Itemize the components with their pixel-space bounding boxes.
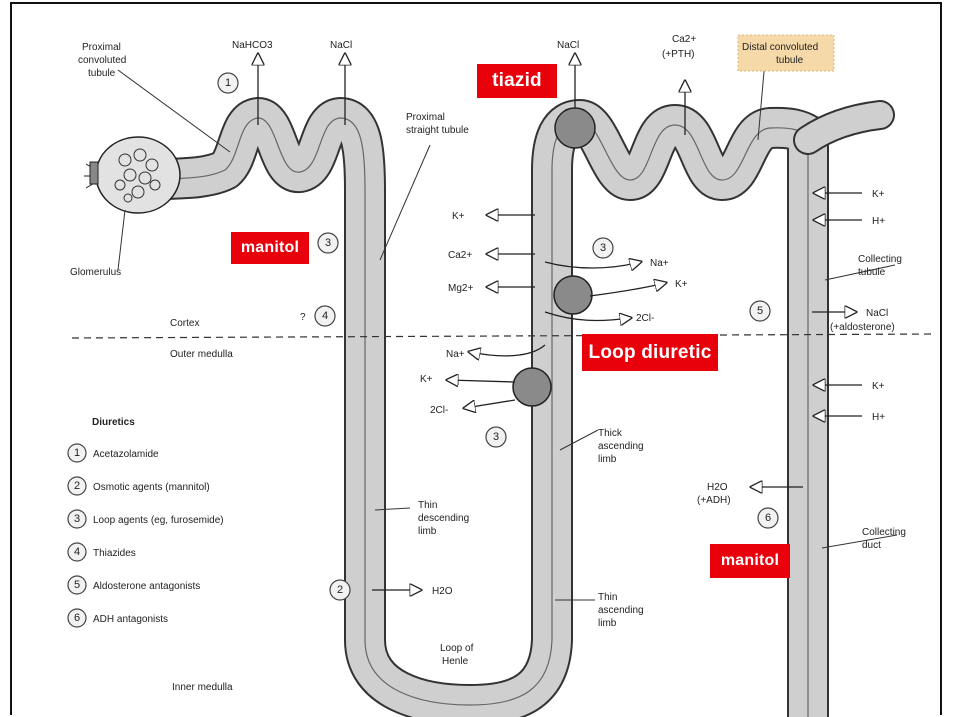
label-k-left: K+ xyxy=(452,211,465,222)
label-collecting-tubule-2: tubule xyxy=(858,267,886,278)
transporter-thick-upper xyxy=(554,276,592,314)
label-nacl-aldo-2: (+aldosterone) xyxy=(830,322,895,333)
label-nacl-1: NaCl xyxy=(330,40,352,51)
label-thin-ascending-3: limb xyxy=(598,618,617,629)
label-mg-left: Mg2+ xyxy=(448,283,473,294)
label-distal-2: tubule xyxy=(776,55,804,66)
arrow-k-right xyxy=(590,283,665,296)
label-proximal-convoluted-2: convoluted xyxy=(78,55,126,66)
label-proximal-straight-1: Proximal xyxy=(406,112,445,123)
label-collecting-duct-1: Collecting xyxy=(862,527,906,538)
overlay-manitol-top: manitol xyxy=(231,232,309,264)
legend-num-6: 6 xyxy=(74,612,80,624)
legend-item-6: ADH antagonists xyxy=(93,614,168,625)
circle-num-2: 2 xyxy=(337,584,343,596)
label-nahco3: NaHCO3 xyxy=(232,40,273,51)
legend-item-2: Osmotic agents (mannitol) xyxy=(93,482,210,493)
label-h2o-adh-1: H2O xyxy=(707,482,728,493)
label-h2o: H2O xyxy=(432,586,453,597)
label-collecting-tubule-1: Collecting xyxy=(858,254,902,265)
legend-num-4: 4 xyxy=(74,546,80,558)
label-k-ct1: K+ xyxy=(872,189,885,200)
nephron-lumen xyxy=(140,118,808,717)
label-collecting-duct-2: duct xyxy=(862,540,881,551)
label-na-lower: Na+ xyxy=(446,349,465,360)
circle-num-3-proximal: 3 xyxy=(325,237,331,249)
legend-num-3: 3 xyxy=(74,513,80,525)
arrow-k-lower xyxy=(448,380,515,382)
circle-num-6: 6 xyxy=(765,512,771,524)
legend-item-5: Aldosterone antagonists xyxy=(93,581,200,592)
label-na-right: Na+ xyxy=(650,258,669,269)
legend-num-5: 5 xyxy=(74,579,80,591)
label-proximal-convoluted-1: Proximal xyxy=(82,42,121,53)
label-k-right: K+ xyxy=(675,279,688,290)
label-k-ct2: K+ xyxy=(872,381,885,392)
circle-num-4: 4 xyxy=(322,310,328,322)
diuretics-legend: Diuretics 1 2 3 4 5 6 Acetazolamide Osmo… xyxy=(68,417,224,627)
label-cortex: Cortex xyxy=(170,318,199,329)
label-glomerulus: Glomerulus xyxy=(70,267,121,278)
transporter-thick-lower xyxy=(513,368,551,406)
label-nacl-2: NaCl xyxy=(557,40,579,51)
label-thick-ascending-3: limb xyxy=(598,454,617,465)
label-thin-descending-1: Thin xyxy=(418,500,437,511)
circle-num-1: 1 xyxy=(225,77,231,89)
legend-item-4: Thiazides xyxy=(93,548,136,559)
label-outer-medulla: Outer medulla xyxy=(170,349,233,360)
label-pth: (+PTH) xyxy=(662,49,695,60)
legend-title: Diuretics xyxy=(92,417,135,428)
label-ca-left: Ca2+ xyxy=(448,250,472,261)
nephron-tubule xyxy=(140,118,808,717)
label-thin-descending-2: descending xyxy=(418,513,469,524)
label-inner-medulla: Inner medulla xyxy=(172,682,233,693)
overlay-loop-diuretic: Loop diuretic xyxy=(582,334,718,371)
label-thin-descending-3: limb xyxy=(418,526,437,537)
overlay-tiazid: tiazid xyxy=(477,64,557,98)
overlay-manitol-bottom: manitol xyxy=(710,544,790,578)
label-cl2-lower: 2Cl- xyxy=(430,405,448,416)
label-thick-ascending-1: Thick xyxy=(598,428,623,439)
label-loop-of-henle-2: Henle xyxy=(442,656,469,667)
legend-num-2: 2 xyxy=(74,480,80,492)
label-ca: Ca2+ xyxy=(672,34,696,45)
label-proximal-convoluted-3: tubule xyxy=(88,68,116,79)
legend-item-3: Loop agents (eg, furosemide) xyxy=(93,515,224,526)
transporter-distal xyxy=(555,108,595,148)
label-cl2-right: 2Cl- xyxy=(636,313,654,324)
label-nacl-aldo-1: NaCl xyxy=(866,308,888,319)
question-mark: ? xyxy=(300,312,306,323)
label-distal-1: Distal convoluted xyxy=(742,42,818,53)
legend-num-1: 1 xyxy=(74,447,80,459)
nephron-tubule-fill xyxy=(140,118,808,717)
label-h2o-adh-2: (+ADH) xyxy=(697,495,731,506)
tubule-outline xyxy=(140,115,880,717)
legend-item-1: Acetazolamide xyxy=(93,449,159,460)
label-thin-ascending-2: ascending xyxy=(598,605,644,616)
arrow-cl-lower xyxy=(465,400,515,408)
label-loop-of-henle-1: Loop of xyxy=(440,643,474,654)
circle-num-3-lower: 3 xyxy=(493,431,499,443)
circle-num-3-upper: 3 xyxy=(600,242,606,254)
glomerulus xyxy=(84,137,180,213)
circle-num-5: 5 xyxy=(757,305,763,317)
label-h-ct1: H+ xyxy=(872,216,885,227)
label-thick-ascending-2: ascending xyxy=(598,441,644,452)
label-k-lower: K+ xyxy=(420,374,433,385)
label-h-ct2: H+ xyxy=(872,412,885,423)
label-proximal-straight-2: straight tubule xyxy=(406,125,469,136)
label-thin-ascending-1: Thin xyxy=(598,592,617,603)
